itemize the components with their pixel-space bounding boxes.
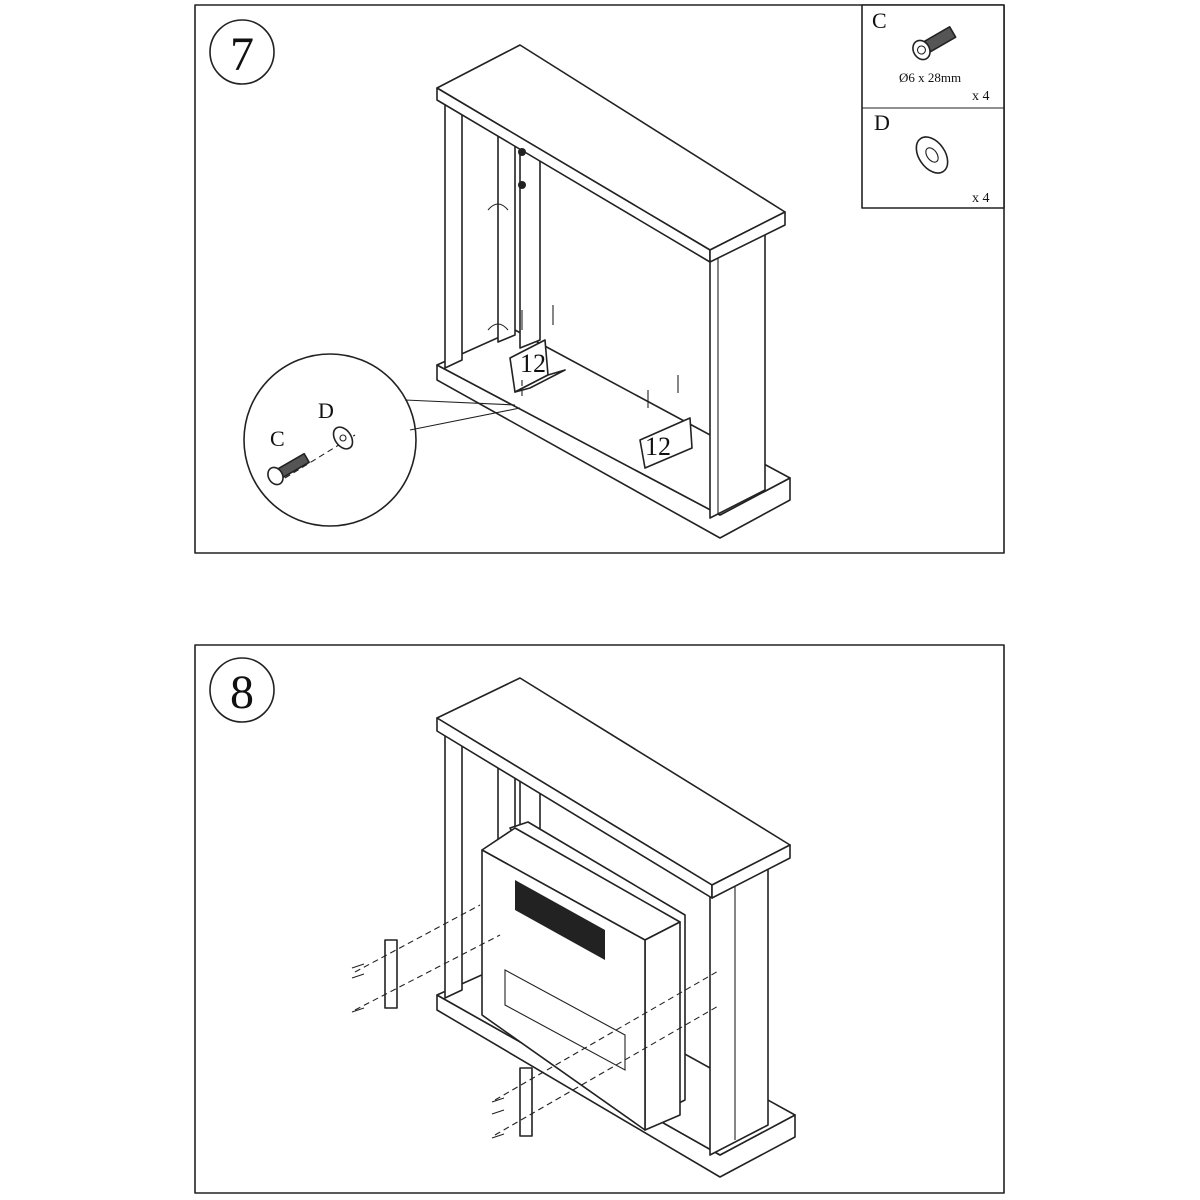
part-letter: D — [874, 110, 890, 135]
part-spec: Ø6 x 28mm — [899, 70, 961, 85]
vent-grille-icon — [515, 880, 605, 960]
washer-icon — [332, 426, 354, 450]
part-label: 12 — [520, 349, 546, 378]
bracket-12: 12 — [509, 339, 566, 393]
detail-label-c: C — [270, 426, 285, 451]
bracket-12: 12 — [639, 417, 693, 469]
step-8-panel: 8 — [194, 644, 1005, 1194]
washer-icon — [915, 136, 949, 174]
electric-fire-insert — [481, 821, 686, 1131]
step-number-badge — [209, 19, 275, 85]
screw-icon — [912, 26, 957, 61]
step-number: 8 — [230, 666, 254, 719]
detail-callout: C D — [243, 353, 521, 527]
part-label: 12 — [645, 432, 671, 461]
parts-list: C Ø6 x 28mm x 4 D x 4 — [861, 4, 1005, 209]
step-number-badge — [209, 657, 275, 723]
step-7-panel: 7 C Ø6 x 28mm x 4 D x 4 — [194, 4, 1005, 554]
part-letter: C — [872, 8, 887, 33]
step-number: 7 — [230, 28, 254, 81]
part-qty: x 4 — [972, 89, 990, 104]
fireplace-frame — [436, 44, 791, 539]
screws — [521, 305, 679, 408]
detail-label-d: D — [318, 398, 334, 423]
screw-icon — [267, 452, 310, 486]
mounting-brackets — [351, 904, 721, 1139]
part-qty: x 4 — [972, 191, 990, 206]
